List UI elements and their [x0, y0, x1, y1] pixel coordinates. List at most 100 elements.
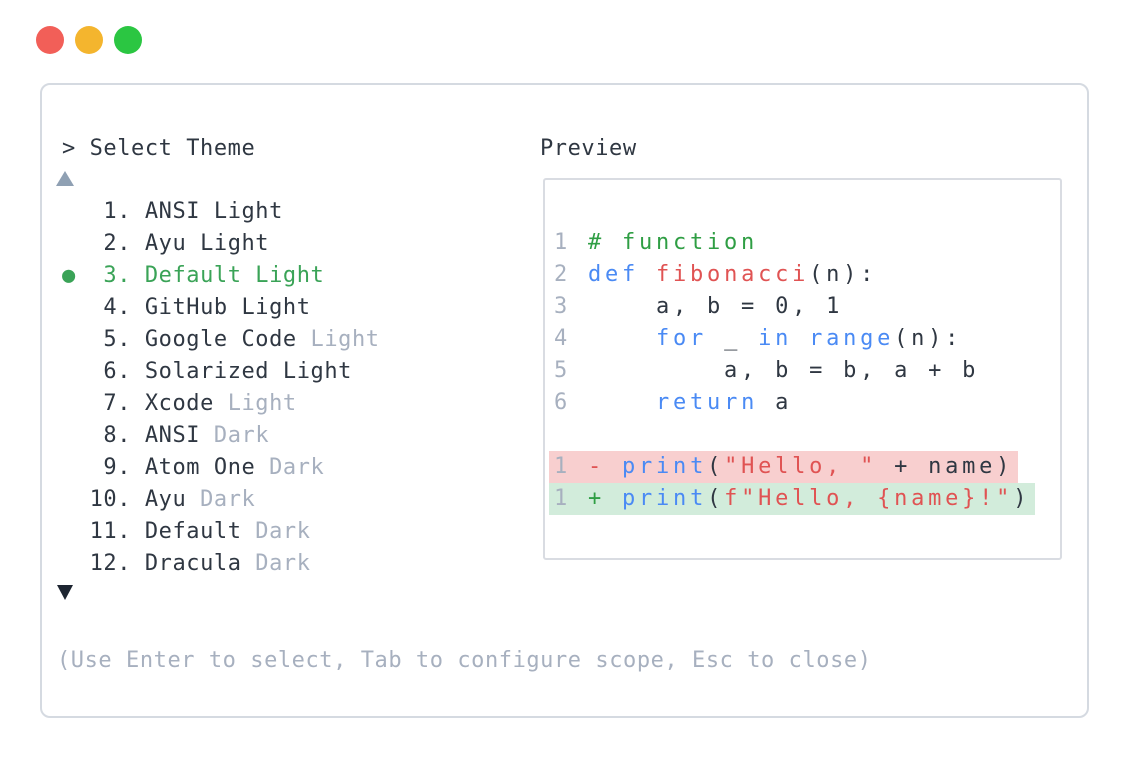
maximize-button[interactable] — [114, 26, 142, 54]
line-number: 1 — [554, 486, 589, 511]
theme-list-item[interactable]: 7. Xcode Light — [62, 388, 380, 420]
theme-list: 1. ANSI Light 2. Ayu Light● 3. Default L… — [62, 196, 380, 580]
code-line-content: 4 for _ in range(n): — [549, 323, 967, 355]
theme-item-variant-label: Light — [296, 327, 380, 352]
theme-item-number: 5. — [89, 327, 145, 352]
close-button[interactable] — [36, 26, 64, 54]
bullet-spacer — [62, 359, 90, 384]
code-token-plain — [588, 326, 656, 351]
code-line-content: 1 + print(f"Hello, {name}!") — [549, 483, 1036, 515]
theme-list-item[interactable]: 6. Solarized Light — [62, 356, 380, 388]
code-line: 6 return a — [554, 387, 1035, 419]
code-line-content: 5 a, b = b, a + b — [549, 355, 984, 387]
theme-list-item[interactable]: 5. Google Code Light — [62, 324, 380, 356]
bullet-spacer — [62, 551, 90, 576]
window-controls — [36, 26, 142, 54]
code-token-plain — [639, 262, 656, 287]
code-line-content: 1 - print("Hello, " + name) — [549, 451, 1019, 483]
bullet-spacer — [62, 231, 90, 256]
theme-item-variant-label: Dark — [241, 551, 311, 576]
theme-item-number: 7. — [89, 391, 145, 416]
diff-line-removed: 1 - print("Hello, " + name) — [549, 451, 1035, 483]
code-token-del: - — [588, 454, 606, 479]
minimize-button[interactable] — [75, 26, 103, 54]
theme-item-number: 4. — [89, 295, 145, 320]
code-token-plain: (n): — [894, 326, 963, 351]
theme-picker-dialog: > Select Theme Preview 1. ANSI Light 2. … — [40, 83, 1089, 718]
code-token-plain: ( — [707, 454, 725, 479]
line-number: 1 — [554, 454, 589, 479]
code-token-str: f"Hello, {name}!" — [724, 486, 1014, 511]
theme-item-number: 3. — [89, 263, 145, 288]
theme-item-label: GitHub Light — [144, 295, 311, 320]
code-token-plain — [792, 326, 809, 351]
code-line-content: 6 return a — [549, 387, 797, 419]
theme-list-item[interactable]: 8. ANSI Dark — [62, 420, 380, 452]
code-line: 5 a, b = b, a + b — [554, 355, 1035, 387]
theme-list-item[interactable]: 11. Default Dark — [62, 516, 380, 548]
bullet-spacer — [62, 423, 90, 448]
theme-item-variant-label: Dark — [186, 487, 256, 512]
code-token-comment: # function — [588, 230, 759, 255]
theme-item-label: ANSI — [144, 423, 201, 448]
theme-item-label: Ayu — [144, 487, 187, 512]
theme-item-number: 6. — [89, 359, 145, 384]
theme-item-variant-label: Dark — [241, 519, 311, 544]
code-token-kw: return — [656, 390, 759, 415]
line-number: 6 — [554, 390, 589, 415]
theme-item-label: Default Light — [144, 263, 325, 288]
theme-list-item[interactable]: 9. Atom One Dark — [62, 452, 380, 484]
bullet-spacer — [62, 455, 90, 480]
theme-list-item[interactable]: ● 3. Default Light — [62, 260, 380, 292]
theme-item-label: Default — [144, 519, 242, 544]
line-number: 4 — [554, 326, 589, 351]
code-token-str: "Hello, " — [724, 454, 878, 479]
bullet-spacer — [62, 487, 90, 512]
theme-list-item[interactable]: 4. GitHub Light — [62, 292, 380, 324]
theme-item-label: Atom One — [144, 455, 256, 480]
selected-bullet-icon: ● — [62, 263, 90, 288]
line-number: 5 — [554, 358, 589, 383]
bullet-spacer — [62, 391, 90, 416]
code-line: 4 for _ in range(n): — [554, 323, 1035, 355]
line-number: 1 — [554, 230, 589, 255]
bullet-spacer — [62, 295, 90, 320]
theme-list-item[interactable]: 1. ANSI Light — [62, 196, 380, 228]
code-token-kw: def — [588, 262, 640, 287]
theme-item-variant-label: Dark — [255, 455, 325, 480]
code-token-plain: (n): — [809, 262, 878, 287]
theme-item-label: Solarized Light — [144, 359, 352, 384]
code-line-content: 3 a, b = 0, 1 — [549, 291, 848, 323]
line-number: 3 — [554, 294, 589, 319]
code-line: 1 # function — [554, 227, 1035, 259]
theme-item-number: 2. — [89, 231, 145, 256]
theme-item-variant-label: Light — [213, 391, 297, 416]
code-line-content: 2 def fibonacci(n): — [549, 259, 882, 291]
scroll-up-icon[interactable] — [56, 171, 74, 186]
code-token-plain: + name) — [877, 454, 1014, 479]
theme-item-number: 12. — [89, 551, 145, 576]
code-token-fn: fibonacci — [656, 262, 810, 287]
code-token-kw: print — [622, 454, 708, 479]
code-token-plain — [588, 390, 656, 415]
code-token-kw: for — [656, 326, 708, 351]
theme-list-item[interactable]: 10. Ayu Dark — [62, 484, 380, 516]
theme-list-item[interactable]: 2. Ayu Light — [62, 228, 380, 260]
preview-title: Preview — [540, 136, 637, 161]
theme-item-label: Ayu Light — [144, 231, 270, 256]
footer-hint: (Use Enter to select, Tab to configure s… — [57, 648, 872, 673]
bullet-spacer — [62, 199, 90, 224]
theme-list-item[interactable]: 12. Dracula Dark — [62, 548, 380, 580]
code-token-plain — [605, 486, 622, 511]
diff-line-added: 1 + print(f"Hello, {name}!") — [549, 483, 1036, 515]
code-token-plain — [605, 454, 622, 479]
theme-item-number: 10. — [89, 487, 145, 512]
scroll-down-icon[interactable] — [57, 585, 73, 600]
theme-item-label: Google Code — [144, 327, 297, 352]
theme-item-number: 11. — [89, 519, 145, 544]
code-token-kw: range — [809, 326, 895, 351]
theme-item-number: 8. — [89, 423, 145, 448]
code-token-plain: a, b = b, a + b — [588, 358, 980, 383]
